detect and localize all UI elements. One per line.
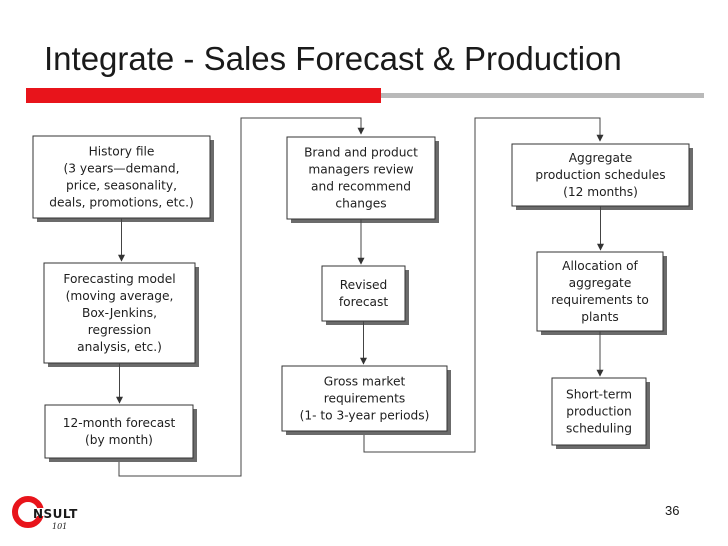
revised-forecast-text-line: forecast bbox=[339, 295, 389, 309]
12-month-forecast-text-line: 12-month forecast bbox=[63, 416, 176, 430]
brand-managers-review-box bbox=[286, 136, 436, 220]
consult-logo-c-icon bbox=[12, 496, 44, 528]
brand-managers-review-text-line: and recommend bbox=[311, 180, 411, 194]
logo-wordmark: NSULT bbox=[33, 507, 78, 521]
history-file-text-line: (3 years—demand, bbox=[63, 162, 179, 176]
aggregate-production-schedules-box bbox=[511, 143, 690, 207]
gross-market-requirements-text-line: requirements bbox=[324, 392, 406, 406]
gross-market-requirements-text-line: Gross market bbox=[324, 375, 406, 389]
title-accent-bar bbox=[26, 88, 381, 103]
short-term-scheduling-box bbox=[551, 377, 647, 446]
aggregate-production-schedules-text-line: Aggregate bbox=[569, 151, 633, 165]
short-term-scheduling-text-line: Short-term bbox=[566, 388, 632, 402]
aggregate-production-schedules-text-line: (12 months) bbox=[563, 185, 638, 199]
revised-forecast-text-line: Revised bbox=[340, 278, 388, 292]
forecasting-model-text-line: (moving average, bbox=[66, 289, 174, 303]
forecasting-model-box bbox=[43, 262, 196, 364]
page-number: 36 bbox=[665, 503, 680, 518]
allocation-requirements-box bbox=[536, 251, 664, 332]
history-file-text-line: History file bbox=[89, 145, 155, 159]
gross-market-requirements-text-line: (1- to 3-year periods) bbox=[300, 409, 430, 423]
allocation-requirements-text-line: plants bbox=[581, 310, 618, 324]
forecasting-model-text-line: Box-Jenkins, bbox=[82, 306, 157, 320]
short-term-scheduling-text-line: production bbox=[566, 405, 631, 419]
brand-managers-review-text-line: Brand and product bbox=[304, 146, 418, 160]
allocation-requirements-text-line: requirements to bbox=[551, 293, 649, 307]
revised-forecast-box bbox=[321, 265, 406, 322]
history-file-box bbox=[32, 135, 211, 219]
forecasting-model-text-line: Forecasting model bbox=[63, 272, 175, 286]
connector-col2-to-col3 bbox=[363, 117, 604, 453]
brand-managers-review-text-line: changes bbox=[335, 197, 386, 211]
forecasting-model-text-line: regression bbox=[88, 323, 151, 337]
allocation-requirements-text-line: aggregate bbox=[569, 276, 632, 290]
12-month-forecast-box bbox=[44, 404, 194, 459]
history-file-text-line: deals, promotions, etc.) bbox=[49, 196, 194, 210]
connector-col1-to-col2 bbox=[118, 117, 365, 477]
aggregate-production-schedules-text-line: production schedules bbox=[535, 168, 665, 182]
short-term-scheduling-text-line: scheduling bbox=[566, 422, 632, 436]
allocation-requirements-text-line: Allocation of bbox=[562, 259, 638, 273]
logo-subtext: 101 bbox=[52, 522, 68, 531]
12-month-forecast-text-line: (by month) bbox=[85, 433, 153, 447]
brand-managers-review-text-line: managers review bbox=[308, 163, 413, 177]
slide-title: Integrate - Sales Forecast & Production bbox=[44, 40, 622, 77]
forecasting-model-text-line: analysis, etc.) bbox=[77, 340, 162, 354]
history-file-text-line: price, seasonality, bbox=[66, 179, 177, 193]
title-divider-bar bbox=[381, 93, 704, 98]
gross-market-requirements-box bbox=[281, 365, 448, 432]
